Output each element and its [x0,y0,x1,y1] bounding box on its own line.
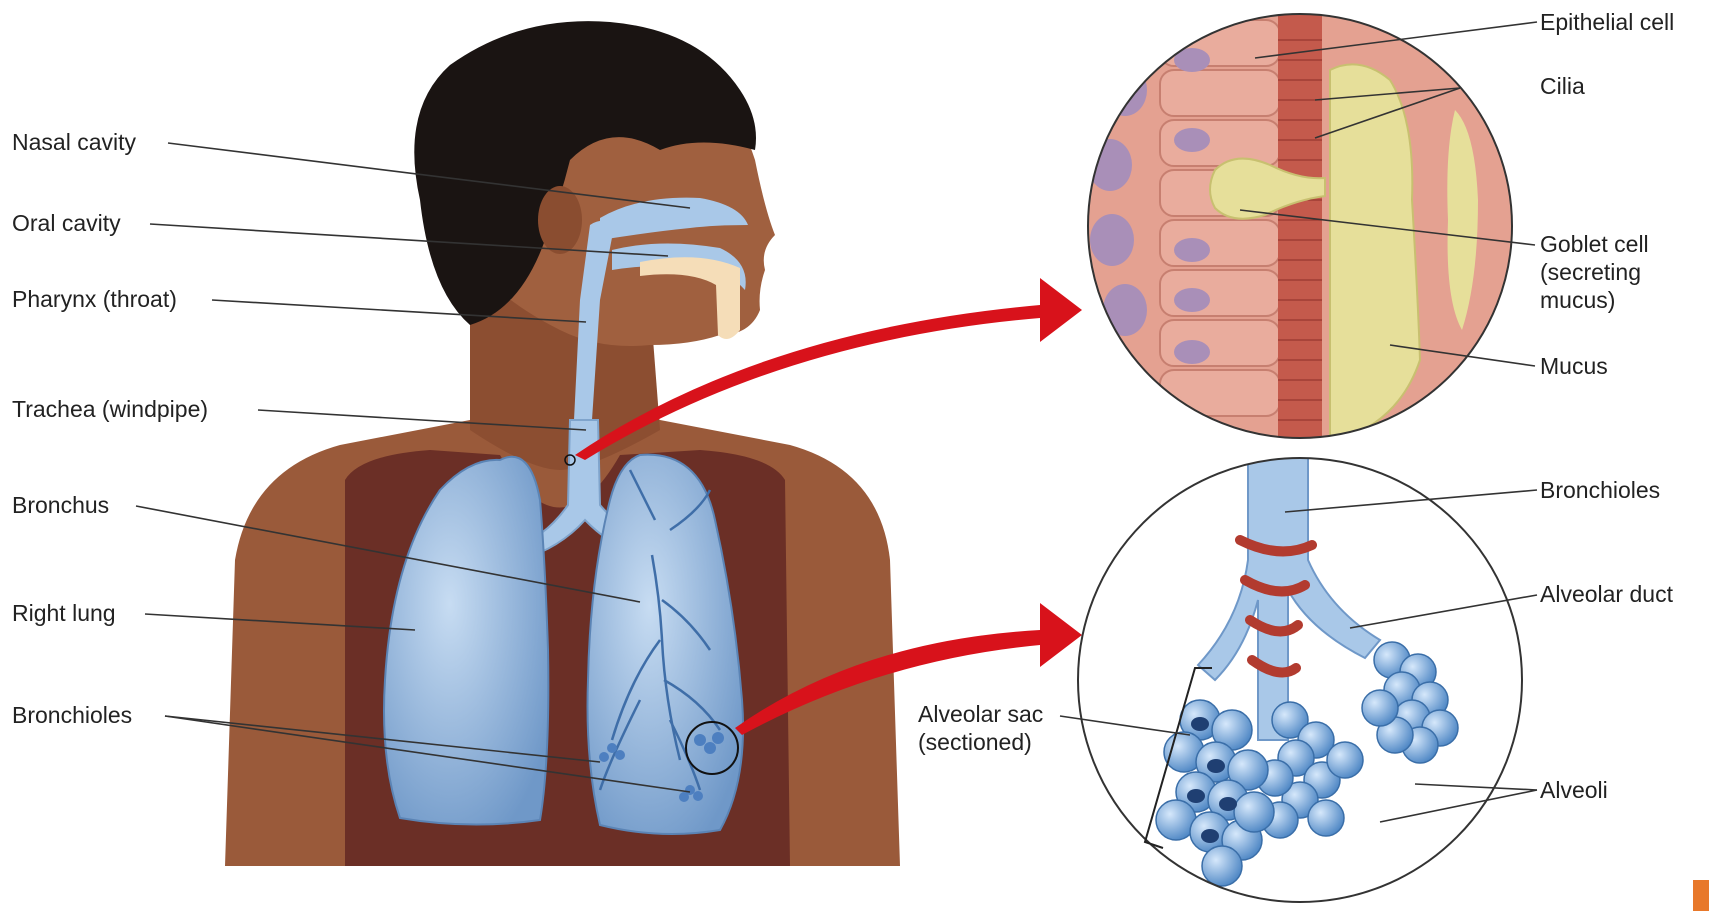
label-trachea: Trachea (windpipe) [12,395,208,423]
label-alveoli: Alveoli [1540,776,1608,804]
label-bronchioles-lung: Bronchioles [12,701,132,729]
label-bronchus: Bronchus [12,491,109,519]
label-mucus: Mucus [1540,352,1608,380]
label-right-lung: Right lung [12,599,116,627]
label-bronchioles-detail: Bronchioles [1540,476,1660,504]
label-nasal-cavity: Nasal cavity [12,128,136,156]
label-cilia: Cilia [1540,72,1585,100]
mucus-layer [1330,64,1420,440]
label-alveolar-sac: Alveolar sac (sectioned) [918,700,1043,756]
label-goblet-cell: Goblet cell (secreting mucus) [1540,230,1649,314]
label-epithelial-cell: Epithelial cell [1540,8,1674,36]
cilia-band [1278,0,1322,460]
alveoli-detail [1078,450,1522,902]
label-oral-cavity: Oral cavity [12,209,121,237]
label-alveolar-duct: Alveolar duct [1540,580,1673,608]
ear [538,186,582,254]
corner-accent [1693,880,1709,911]
label-pharynx: Pharynx (throat) [12,285,177,313]
epithelium-detail [1088,0,1512,460]
